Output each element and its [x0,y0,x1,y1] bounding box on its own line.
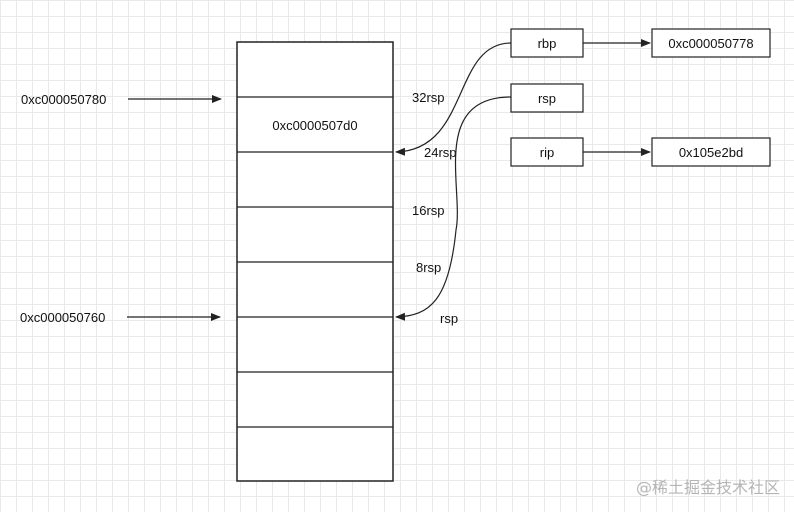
register-label-rip: rip [540,145,554,160]
rip-value-box [651,137,771,167]
rbp-value-box [651,28,771,58]
register-box-rsp [510,83,584,113]
rbp-pointer-arrow [395,42,512,156]
register-label-rsp: rsp [538,91,556,106]
rbp-value-text: 0xc000050778 [668,36,753,51]
offset-label-8: 8rsp [416,260,441,275]
stack-block: 0xc0000507d0 [236,41,394,482]
rbp-value: 0xc000050778 [651,28,771,58]
rip-value-text: 0x105e2bd [679,145,743,160]
register-rbp: rbp [510,28,584,58]
address-label-top: 0xc000050780 [21,92,106,107]
rip-value: 0x105e2bd [651,137,771,167]
stack-cell-value: 0xc0000507d0 [272,118,357,133]
offset-label-32: 32rsp [412,90,445,105]
watermark-text: @稀土掘金技术社区 [635,478,780,497]
rsp-pointer-arrow [395,96,512,321]
register-rip: rip [510,137,584,167]
register-box-rip [510,137,584,167]
address-label-bottom: 0xc000050760 [20,310,105,325]
offset-label-0: rsp [440,311,458,326]
register-label-rbp: rbp [538,36,557,51]
offset-label-16: 16rsp [412,203,445,218]
offset-label-24: 24rsp [424,145,457,160]
register-rsp: rsp [510,83,584,113]
